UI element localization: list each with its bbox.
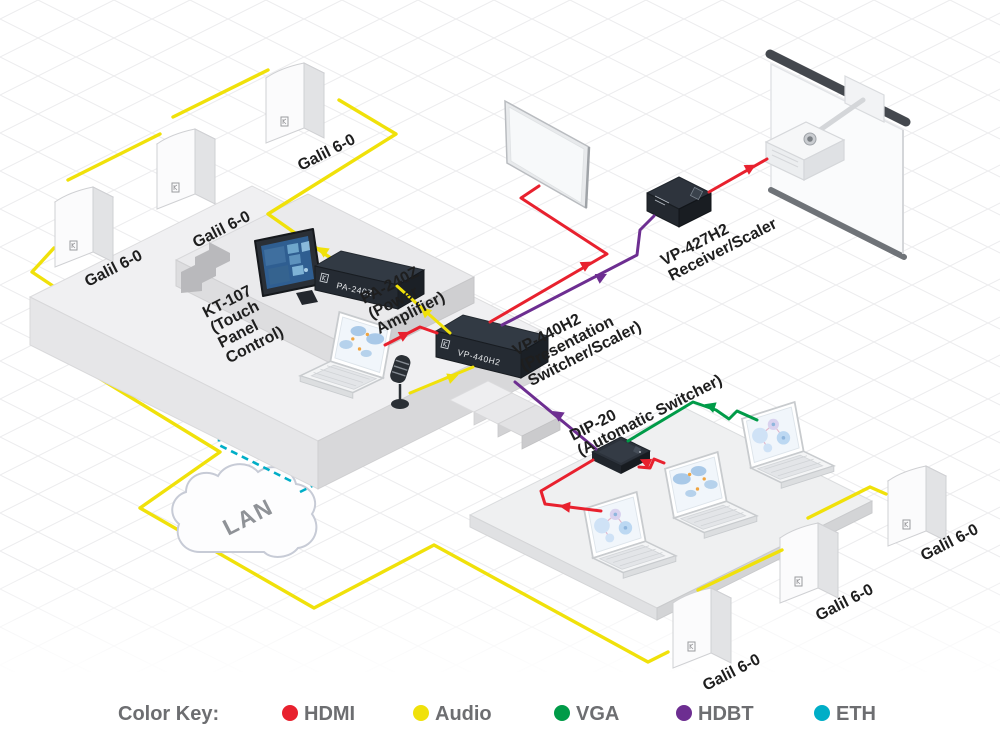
hdmi-line-vp427h2-projector <box>707 157 769 194</box>
hdmi-line-vp440h2-display <box>488 184 609 324</box>
flat-display <box>504 99 591 210</box>
lan-cloud: LAN <box>171 463 318 558</box>
legend-item-vga: VGA <box>554 703 619 725</box>
legend-item-hdmi: HDMI <box>282 703 355 725</box>
hdmi-line-laptop2-dip20 <box>637 457 666 470</box>
vp440h2-box: VP-440H2 <box>434 314 550 379</box>
audio-line-speaker3-speaker2 <box>171 68 270 119</box>
svg-text:HDMI: HDMI <box>304 703 355 725</box>
svg-text:HDBT: HDBT <box>698 703 754 725</box>
vga-color-dot <box>554 705 570 721</box>
hdmi-line-laptop1-dip20 <box>539 458 603 513</box>
hdmi-line-stage-laptop-vp440h2 <box>383 325 439 347</box>
vp427h2-box <box>646 176 712 228</box>
stage-stairs <box>449 380 561 450</box>
svg-text:ETH: ETH <box>836 703 876 725</box>
vga-line-laptop3-dip20 <box>626 400 759 443</box>
speaker-galil-5 <box>779 522 839 604</box>
svg-text:Audio: Audio <box>435 703 492 725</box>
stage-step-decoration <box>181 242 230 293</box>
speaker-galil-3 <box>265 62 325 144</box>
audio-line-speaker4-speaker5 <box>696 548 784 592</box>
audio-line-speaker5-speaker6 <box>806 485 888 520</box>
legend-title: Color Key: <box>118 703 219 725</box>
speaker-galil-2 <box>156 128 216 210</box>
color-key-legend: Color Key: HDMI Audio VGA HDBT ETH <box>118 703 876 725</box>
kt107-touch-panel <box>254 228 322 305</box>
legend-item-audio: Audio <box>413 703 492 725</box>
audio-line-mic-vp440h2 <box>408 365 475 395</box>
legend-item-hdbt: HDBT <box>676 703 754 725</box>
dip20-box <box>591 436 651 474</box>
speaker-galil-1 <box>54 186 114 268</box>
microphone <box>390 355 411 409</box>
audio-color-dot <box>413 705 429 721</box>
hdbt-line-vp440h2-vp427h2 <box>500 214 656 327</box>
speaker-galil-6 <box>887 465 947 547</box>
hdmi-color-dot <box>282 705 298 721</box>
pa240z-box: PA-240Z <box>313 250 426 310</box>
projector <box>764 121 846 181</box>
audio-line-speaker2-speaker1 <box>66 132 162 182</box>
hdbt-color-dot <box>676 705 692 721</box>
eth-color-dot <box>814 705 830 721</box>
legend-item-eth: ETH <box>814 703 876 725</box>
speaker-galil-4 <box>672 587 732 669</box>
svg-text:VGA: VGA <box>576 703 619 725</box>
